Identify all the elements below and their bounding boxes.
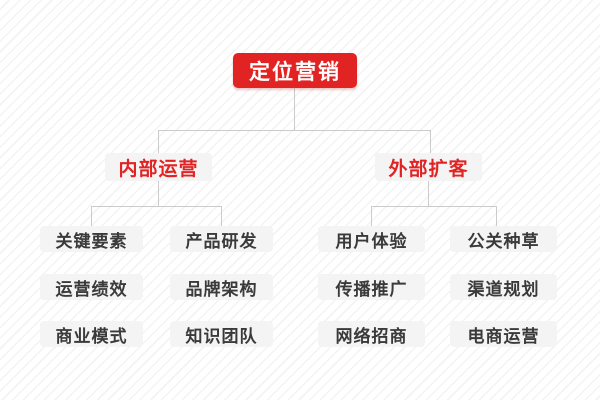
leaf-node: 电商运营 xyxy=(450,321,557,347)
connector-line xyxy=(91,206,222,207)
connector-line xyxy=(371,206,372,226)
leaf-node: 品牌架构 xyxy=(170,274,273,300)
connector-line xyxy=(221,206,222,226)
connector-line xyxy=(496,206,497,226)
connector-line xyxy=(430,130,431,153)
leaf-node: 用户体验 xyxy=(318,226,425,252)
connector-line xyxy=(158,130,431,131)
connector-line xyxy=(158,130,159,153)
connector-line xyxy=(371,206,497,207)
root-node: 定位营销 xyxy=(233,53,357,88)
branch-node-internal-operations: 内部运营 xyxy=(105,153,212,181)
leaf-node: 网络招商 xyxy=(318,321,425,347)
leaf-node: 商业模式 xyxy=(40,321,143,347)
leaf-node: 公关种草 xyxy=(450,226,557,252)
connector-line xyxy=(294,88,295,130)
connector-line xyxy=(158,181,159,206)
leaf-node: 产品研发 xyxy=(170,226,273,252)
branch-node-external-expansion: 外部扩客 xyxy=(375,153,482,181)
leaf-node: 运营绩效 xyxy=(40,274,143,300)
leaf-node: 知识团队 xyxy=(170,321,273,347)
connector-line xyxy=(428,181,429,206)
leaf-node: 关键要素 xyxy=(40,226,143,252)
leaf-node: 传播推广 xyxy=(318,274,425,300)
connector-line xyxy=(91,206,92,226)
leaf-node: 渠道规划 xyxy=(450,274,557,300)
